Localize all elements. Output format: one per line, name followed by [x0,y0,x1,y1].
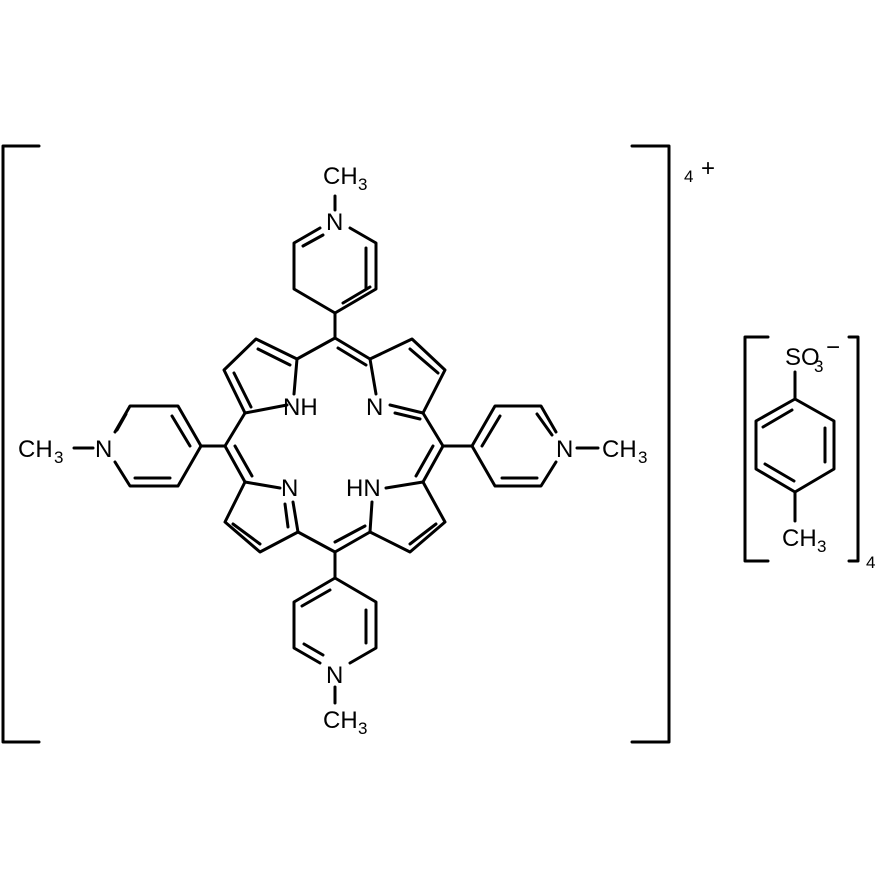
tosylate-anion: 4 SO 3 − CH 3 [743,334,875,572]
svg-text:CH: CH [602,436,637,463]
svg-text:N: N [326,209,343,236]
svg-text:SO: SO [785,344,820,371]
svg-text:3: 3 [358,719,367,738]
cation-bracket-left [1,144,41,744]
svg-text:4: 4 [684,167,693,186]
svg-text:CH: CH [323,707,358,734]
atom-nh-top-left: NH [283,394,318,421]
pyridinium-right: N CH 3 [441,404,647,488]
anion-bracket-right [847,335,860,563]
atom-n-top-right: N [366,394,383,421]
svg-text:3: 3 [814,357,823,376]
svg-text:CH: CH [323,163,358,190]
pyridinium-bottom: N CH 3 [292,550,378,738]
cation-bracket-right [630,144,671,744]
svg-text:N: N [556,436,573,463]
svg-text:CH: CH [782,525,817,552]
svg-text:N: N [326,662,343,689]
svg-text:−: − [826,334,840,361]
svg-text:3: 3 [817,537,826,556]
svg-text:3: 3 [638,448,647,467]
pyridinium-top: N CH 3 [292,163,378,340]
svg-text:4: 4 [866,553,875,572]
atom-hn-bottom-right: HN [346,475,381,502]
anion-bracket-left [743,335,770,563]
svg-text:N: N [95,436,112,463]
svg-text:3: 3 [54,448,63,467]
svg-text:3: 3 [358,175,367,194]
pyridinium-left: N CH 3 [18,404,227,488]
atom-n-bottom-left: N [281,475,298,502]
cation-charge: 4 + [684,155,715,186]
svg-text:+: + [701,155,715,182]
porphyrin-core: NH N N HN [222,336,447,554]
svg-text:CH: CH [18,436,53,463]
